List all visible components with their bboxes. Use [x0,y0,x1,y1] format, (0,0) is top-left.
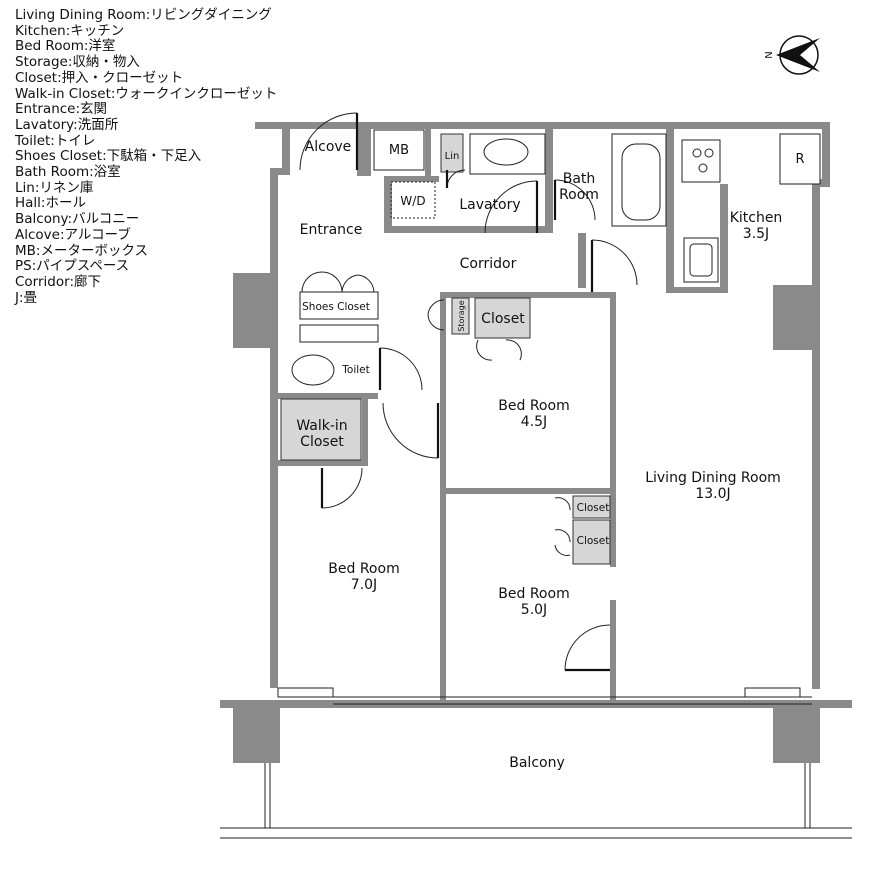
label-mb: MB [389,143,409,158]
label-corridor: Corridor [460,256,517,272]
legend-entry: Living Dining Room:リビングダイニング [15,7,272,23]
stove [681,139,721,183]
pillars [233,273,820,763]
compass-north-label: N [764,51,775,58]
wd-box [390,181,436,219]
label-bed-small: Bed Room [498,398,569,414]
label-closet-a: Closet [577,502,610,514]
compass: N [764,35,820,75]
label-storage: Storage [457,300,466,331]
legend-entry: PS:パイプスペース [15,258,130,275]
label-bed-left-size: 7.0J [351,577,377,593]
closet-a-box [572,495,611,519]
fixtures [280,129,821,565]
label-wd: W/D [400,194,425,208]
label-bed-mid: Bed Room [498,586,569,602]
legend-entry: Lin:リネン庫 [15,179,94,196]
sink-bowl [483,138,529,166]
lin-box [440,133,464,173]
windows [220,687,852,839]
legend-entry: Hall:ホール [15,195,86,212]
bathtub [611,133,667,227]
room-labels: Alcove MB Lin Bath Room W/D Lavatory Ent… [296,139,804,771]
label-closet-main: Closet [481,311,525,327]
walkin-closet-box [280,398,362,461]
closet-main-box [474,297,531,339]
legend-entry: Corridor:廊下 [15,273,101,290]
label-fridge: R [795,152,804,167]
legend-entry: Closet:押入・クローゼット [15,69,184,86]
shoes-closet-box [299,291,379,320]
legend-entry: Bed Room:洋室 [15,38,116,55]
legend-entry: Toilet:トイレ [15,132,96,149]
label-entrance: Entrance [300,222,363,238]
kitchen-sink-inner [689,243,713,277]
label-kitchen-size: 3.5J [743,226,769,242]
legend-entry: Entrance:玄関 [15,101,108,118]
label-lin: Lin [445,151,460,162]
label-toilet: Toilet [341,364,369,376]
legend-entry: J:畳 [15,289,38,306]
burner-2 [704,148,714,158]
label-walkin-1: Walk-in [296,418,347,434]
label-closet-b: Closet [577,535,610,547]
legend-entry: Walk-in Closet:ウォークインクローゼット [15,85,278,102]
label-balcony: Balcony [509,755,565,771]
burner-1 [692,148,702,158]
label-bath-2: Room [559,187,599,203]
burner-3 [698,163,708,173]
legend-entry: Shoes Closet:下駄箱・下足入 [15,148,202,165]
label-bed-mid-size: 5.0J [521,602,547,618]
compass-needle [776,38,820,72]
legend-entry: Kitchen:キッチン [15,22,125,39]
toilet-bowl [291,354,335,386]
label-ldr: Living Dining Room [645,470,781,486]
label-walkin-2: Closet [300,434,344,450]
mb-box [373,129,425,171]
label-bath-1: Bath [563,171,596,187]
label-lavatory: Lavatory [459,197,520,213]
label-ldr-size: 13.0J [695,486,730,502]
legend-entry: MB:メーターボックス [15,242,149,259]
sink-counter [469,133,546,175]
label-kitchen: Kitchen [730,210,783,226]
closet-b-box [572,519,611,565]
label-bed-small-size: 4.5J [521,414,547,430]
legend-entry: Lavatory:洗面所 [15,116,119,133]
fridge-box [779,133,821,185]
label-shoes-closet: Shoes Closet [302,301,370,313]
toilet-tank [299,324,379,343]
doors [299,112,638,672]
kitchen-sink [683,237,719,283]
label-alcove: Alcove [305,139,352,155]
legend-entry: Alcove:アルコーブ [15,226,131,243]
legend-entry: Storage:収納・物入 [15,54,140,71]
storage-box [451,297,470,335]
legend-entry: Bath Room:浴室 [15,164,121,181]
legend-entry: Balcony:バルコニー [15,211,140,228]
label-bed-left: Bed Room [328,561,399,577]
bathtub-inner [621,143,661,221]
